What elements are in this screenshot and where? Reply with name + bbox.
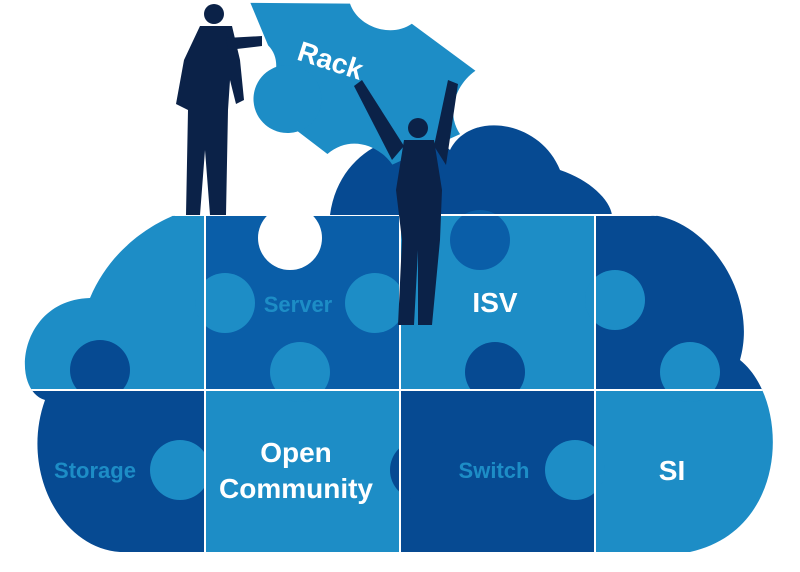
knob: [270, 342, 330, 402]
knob: [150, 440, 210, 500]
si-label: SI: [659, 455, 685, 486]
knob: [450, 210, 510, 270]
knob: [585, 270, 645, 330]
knob: [70, 340, 130, 400]
isv-label: ISV: [472, 287, 517, 318]
piece-open-community: [205, 390, 400, 552]
businessman-right-figure: [354, 80, 458, 325]
piece-si: [595, 390, 773, 552]
knob: [465, 342, 525, 402]
storage-label: Storage: [54, 458, 136, 483]
knob: [660, 342, 720, 402]
knob: [345, 273, 405, 333]
businessman-left-figure: [176, 4, 262, 215]
open-community-label-line2: Community: [219, 473, 373, 504]
switch-label: Switch: [459, 458, 530, 483]
open-community-label-line1: Open: [260, 437, 332, 468]
knob: [390, 440, 450, 500]
knob: [545, 440, 605, 500]
puzzle-grid: [24, 206, 773, 552]
knob: [195, 273, 255, 333]
server-label: Server: [264, 292, 333, 317]
empty-slot-hole: [258, 206, 322, 270]
